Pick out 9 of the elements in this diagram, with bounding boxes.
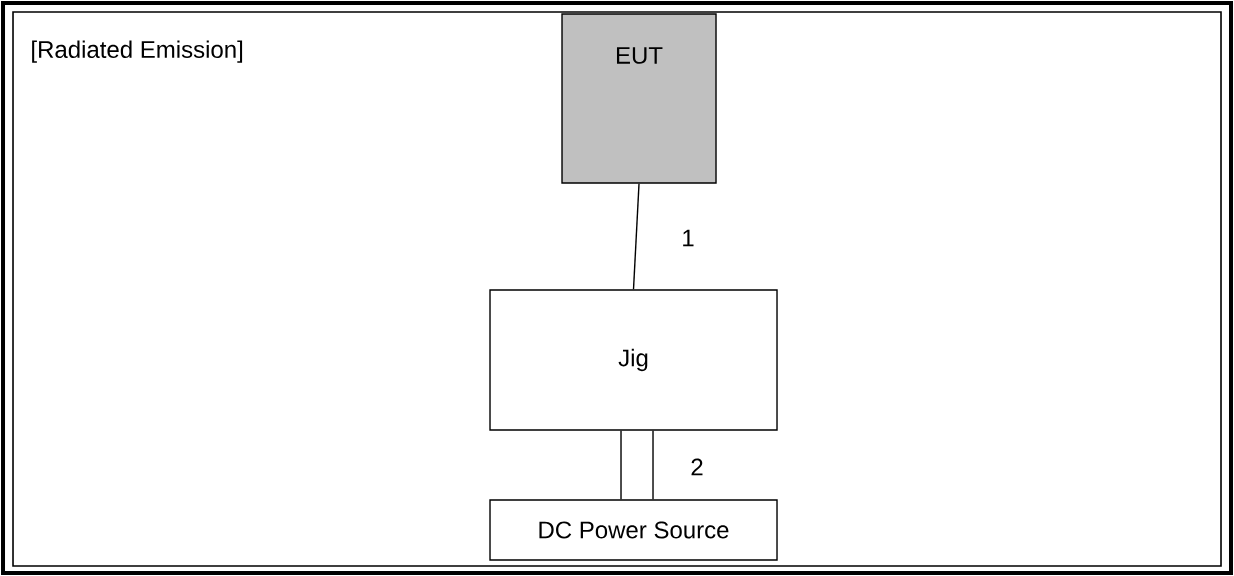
heading: [Radiated Emission] [32,40,243,63]
cable-number: 1 [683,229,694,247]
cable-line [632,183,640,290]
power-source-box: DC Power Source [489,499,778,561]
cable-line [652,430,654,500]
cable-number: 2 [691,458,703,476]
cable-line [620,430,622,500]
device-box: EUT [561,13,717,184]
jig-box: Jig [489,289,778,431]
